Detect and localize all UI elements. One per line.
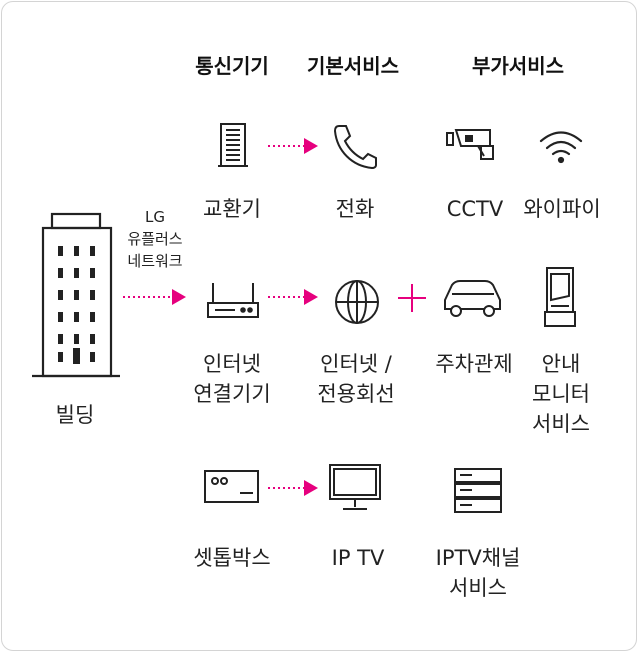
building-icon — [32, 212, 120, 378]
iptv-label: IP TV — [331, 546, 385, 570]
cctv-icon — [446, 129, 494, 160]
settop-box-icon — [204, 470, 259, 503]
car-icon — [444, 280, 501, 317]
iptv-channel-label: IPTV채널 서비스 — [435, 546, 521, 600]
router-icon — [207, 283, 259, 318]
plus-icon — [398, 284, 426, 312]
server-icon — [454, 468, 502, 513]
building-label: 빌딩 — [55, 403, 95, 427]
exchange-label: 교환기 — [203, 197, 261, 221]
settop-label: 셋톱박스 — [193, 546, 271, 570]
header-basic-service: 기본서비스 — [307, 54, 399, 78]
tv-icon — [329, 464, 381, 510]
header-comm-device: 통신기기 — [195, 54, 269, 78]
wifi-label: 와이파이 — [523, 197, 601, 221]
phone-icon — [333, 125, 377, 170]
exchange-icon — [218, 123, 248, 167]
wifi-icon — [539, 131, 583, 164]
monitor-label: 안내 모니터 서비스 — [532, 352, 590, 436]
network-label: LG 유플러스 네트워크 — [127, 208, 183, 270]
globe-icon — [335, 280, 379, 324]
cctv-label: CCTV — [446, 197, 504, 221]
header-extra-service: 부가서비스 — [472, 54, 564, 78]
parking-label: 주차관제 — [435, 352, 513, 376]
building-windows — [58, 246, 95, 364]
monitor-kiosk-icon — [544, 267, 576, 327]
internet-label: 인터넷 / 전용회선 — [317, 352, 395, 406]
router-label: 인터넷 연결기기 — [193, 352, 271, 406]
phone-label: 전화 — [335, 197, 375, 221]
